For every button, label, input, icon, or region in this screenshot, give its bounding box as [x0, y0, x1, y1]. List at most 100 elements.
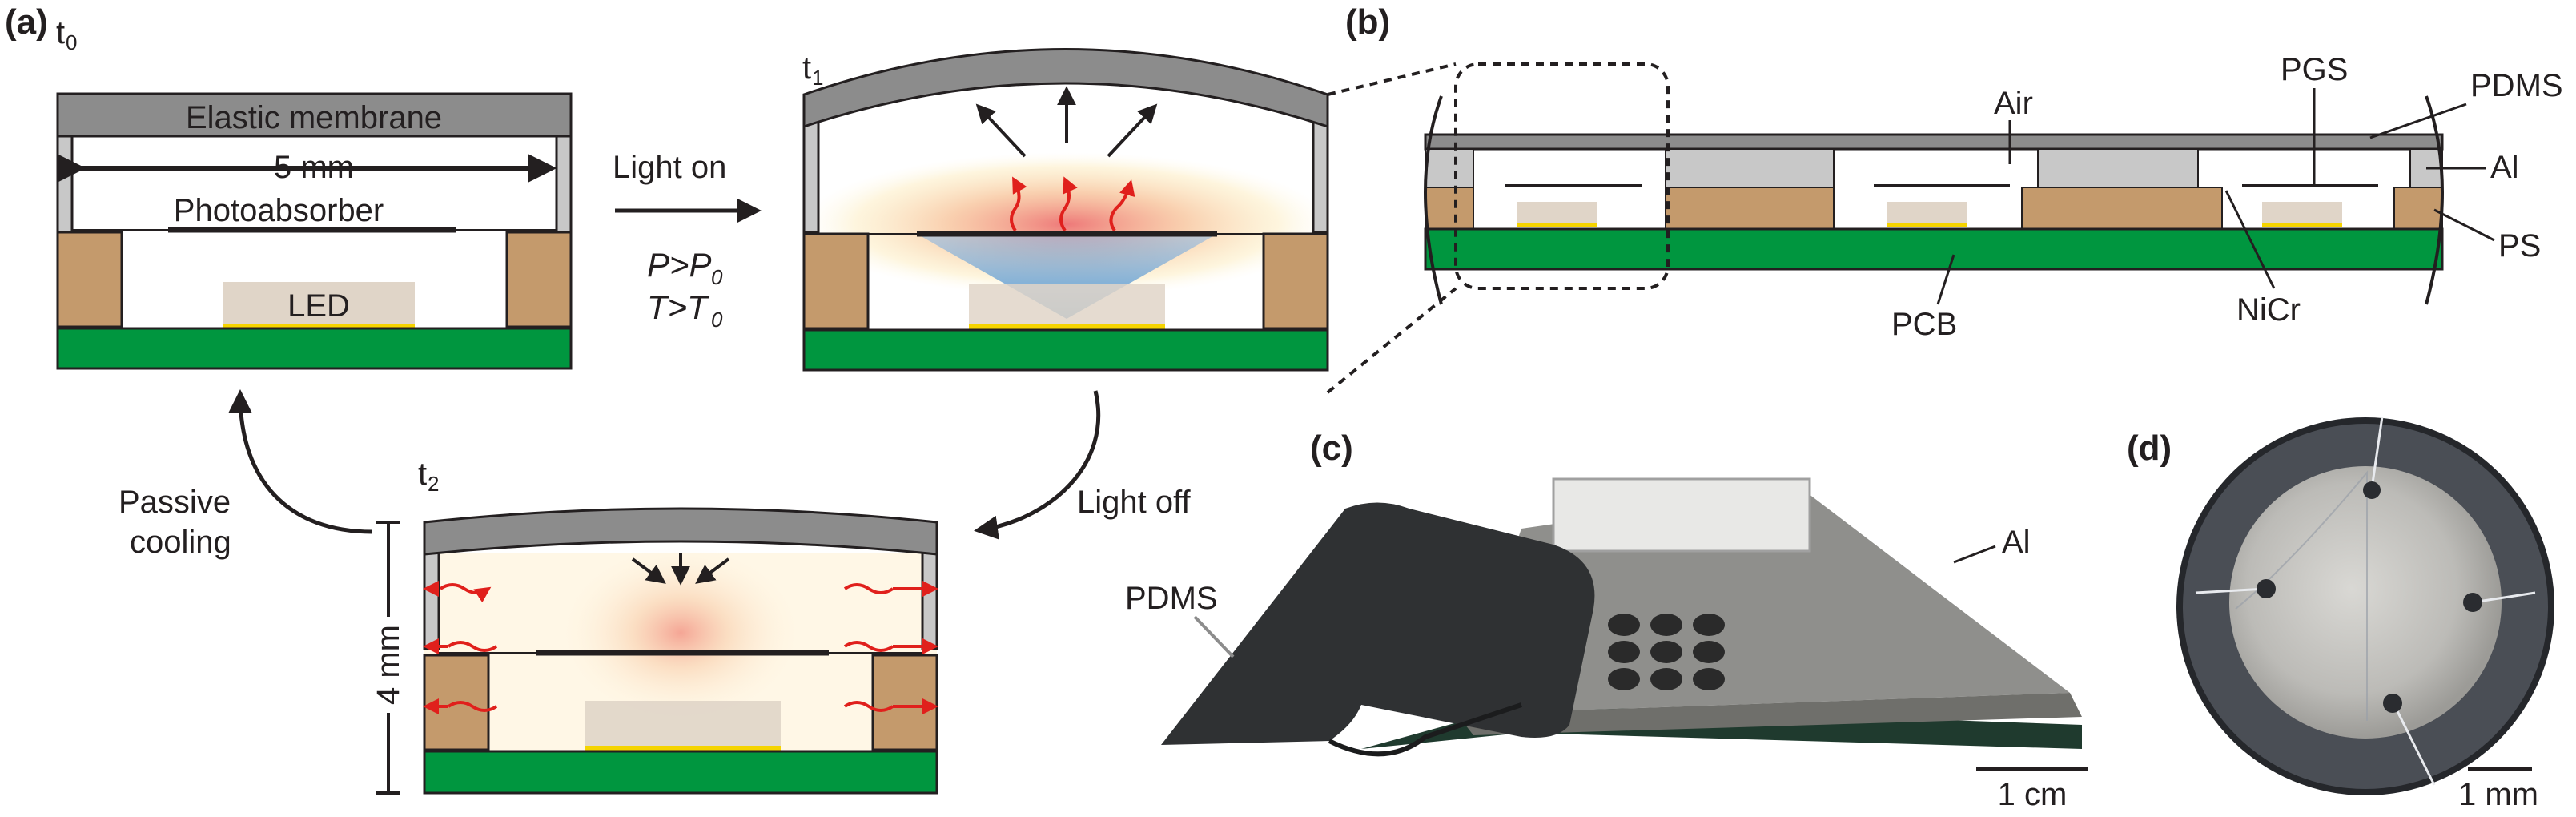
condition-temperature: T>T — [647, 288, 710, 326]
label-pdms: PDMS — [2470, 68, 2563, 103]
light-on-label: Light on — [613, 150, 726, 185]
led-t2 — [585, 701, 781, 747]
passive-label: Passive — [119, 485, 231, 520]
panel-b: (b) Air — [1326, 2, 2563, 394]
frame-right-t1 — [1312, 119, 1329, 234]
ps-block — [1425, 187, 1474, 230]
membrane-relaxed — [423, 507, 938, 556]
heat-arrow — [447, 641, 498, 652]
passive-cooling-arrow — [228, 389, 373, 534]
heat-glow-t2 — [561, 545, 801, 721]
label-ps: PS — [2498, 228, 2541, 264]
led-mini-strip — [2262, 223, 2342, 227]
cross-section — [1424, 62, 2444, 305]
al-block — [2037, 148, 2199, 188]
pressure-arrow-in-left — [631, 557, 666, 584]
al-block — [1665, 148, 1835, 188]
leader-pdms — [2369, 103, 2467, 139]
heat-arrow — [843, 701, 894, 712]
break-line-left — [1424, 95, 1443, 305]
leader-pdms-photo — [1193, 615, 1235, 658]
elastic-membrane — [56, 92, 573, 138]
vent-hole — [1693, 641, 1725, 663]
al-block — [1425, 148, 1474, 188]
scalebar-1mm-label: 1 mm — [2458, 777, 2538, 812]
led-t1 — [969, 284, 1165, 326]
label-pgs: PGS — [2281, 52, 2348, 87]
led-mini — [1517, 202, 1597, 224]
light-off-arrow — [974, 390, 1101, 540]
led-mini — [1887, 202, 1967, 224]
aluminum-edge — [1457, 693, 2082, 735]
cooling-label: cooling — [130, 525, 231, 560]
vent-hole — [1693, 668, 1725, 690]
width-label: 5 mm — [274, 150, 354, 185]
pressure-arrow-in-right — [695, 557, 730, 584]
cross-section-labels: Air PGS PDMS Al PS PCB NiCr — [1891, 52, 2563, 342]
frame-right-t2 — [921, 543, 938, 650]
bond-wire-top — [2370, 416, 2384, 489]
bond-pad — [2363, 481, 2381, 499]
pcb-layer — [1424, 227, 2444, 271]
panel-a: (a) t 0 Elastic membrane 5 mm Photoabsor… — [5, 2, 1331, 795]
leader-ps — [2433, 208, 2495, 242]
label-pdms-photo: PDMS — [1125, 581, 1218, 616]
panel-c-label: (c) — [1310, 429, 1353, 468]
time-t0-label: t — [56, 15, 65, 50]
connector — [1552, 477, 1811, 553]
led-strip-t1 — [969, 324, 1165, 329]
label-al-photo: Al — [2002, 525, 2031, 560]
zoom-line-bottom — [1326, 287, 1457, 394]
heat-arrow — [447, 701, 498, 712]
heat-out-arrows — [423, 581, 938, 714]
pressure-arrow-left — [975, 103, 1027, 158]
vent-holes — [1608, 614, 1725, 690]
bond-pad — [2257, 579, 2276, 598]
heater-pad — [2229, 466, 2502, 739]
vent-hole — [1608, 668, 1640, 690]
leader-pcb — [1936, 254, 1955, 305]
condition-pressure: P>P — [647, 246, 712, 284]
wire — [2235, 470, 2368, 721]
transition-light-off: Light off — [974, 390, 1191, 540]
pcb-t1 — [802, 328, 1329, 372]
height-label: 4 mm — [371, 625, 406, 705]
condition-temperature-sub: 0 — [711, 308, 723, 332]
break-line-right — [2425, 95, 2444, 305]
zoom-line-top — [1327, 62, 1457, 96]
panel-d: (d) 1 mm — [2127, 416, 2554, 812]
heat-glow-t1 — [802, 152, 1331, 296]
label-pcb: PCB — [1891, 307, 1957, 342]
light-cone — [917, 234, 1217, 319]
ps-spacer-left-t1 — [802, 232, 870, 330]
heat-arrow — [843, 641, 894, 652]
time-t2-label: t — [418, 457, 427, 492]
led-strip — [223, 324, 415, 328]
pcb-t2 — [423, 750, 938, 795]
ps-spacer-right-t1 — [1262, 232, 1329, 330]
transition-light-on: Light on P>P 0 T>T 0 — [613, 150, 762, 332]
pdms-flap — [1161, 502, 1595, 745]
ps-block — [2393, 187, 2443, 230]
ps-spacer-right-t2 — [871, 654, 938, 751]
light-off-label: Light off — [1077, 485, 1191, 520]
led-strip-t2 — [585, 746, 781, 751]
ps-spacer-right — [505, 231, 573, 328]
device-t0: t 0 Elastic membrane 5 mm Photoabsorber … — [56, 15, 573, 370]
vent-hole — [1608, 614, 1640, 636]
frame-left-t1 — [802, 119, 820, 234]
pdms-fold — [1328, 702, 1522, 757]
bond-pad — [2463, 593, 2482, 612]
heat-wave-3 — [1109, 179, 1135, 232]
ps-block — [2021, 187, 2223, 230]
zoom-box — [1454, 62, 1670, 290]
label-air: Air — [1994, 86, 2033, 121]
led-mini — [2262, 202, 2342, 224]
height-label-bg — [370, 617, 407, 713]
time-t2-sub: 2 — [428, 472, 439, 496]
panel-b-label: (b) — [1345, 2, 1390, 42]
membrane-label: Elastic membrane — [186, 100, 442, 135]
panel-c: (c) PDMS Al 1 cm — [1125, 429, 2088, 812]
vent-hole — [1650, 668, 1682, 690]
photoabsorber-label: Photoabsorber — [174, 193, 384, 228]
